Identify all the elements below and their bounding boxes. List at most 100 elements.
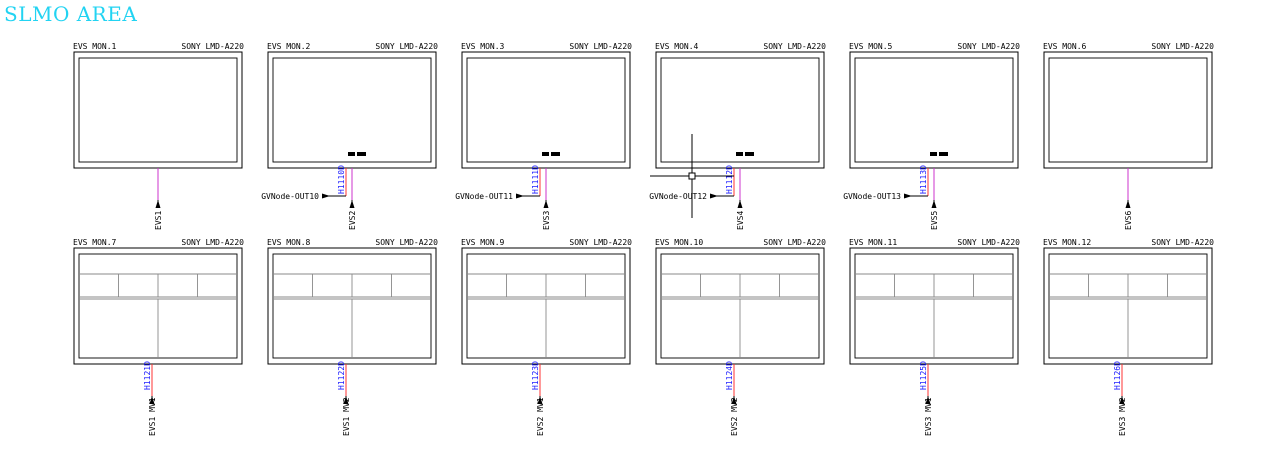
page-title: SLMO AREA	[4, 2, 138, 26]
evs-source-label: EVS1 MV1	[148, 397, 157, 436]
monitor-model-label: SONY LMD-A220	[957, 238, 1020, 247]
evs-source-label: EVS2 MV1	[536, 397, 545, 436]
monitor-frame	[849, 51, 1019, 169]
tally-lamp	[542, 152, 549, 156]
monitor-model-label: SONY LMD-A220	[375, 238, 438, 247]
monitor-name-label: EVS MON.11	[849, 238, 897, 247]
arrow-icon	[322, 193, 330, 199]
monitor-frame	[267, 51, 437, 169]
monitor-model-label: SONY LMD-A220	[181, 238, 244, 247]
monitor-name-label: EVS MON.1	[73, 42, 117, 51]
monitor-screen	[78, 57, 238, 163]
tally-lamp	[939, 152, 948, 156]
arrow-icon	[925, 396, 931, 404]
arrow-icon	[931, 200, 937, 208]
monitor-frame	[655, 51, 825, 169]
arrow-icon	[349, 200, 355, 208]
monitor-model-label: SONY LMD-A220	[763, 238, 826, 247]
arrow-icon	[904, 193, 912, 199]
monitor-frame	[73, 51, 243, 169]
cable-id-label: H1125D	[919, 361, 928, 390]
gv-node-label: GVNode-OUT10	[261, 192, 319, 201]
monitor-screen	[466, 57, 626, 163]
monitor-model-label: SONY LMD-A220	[1151, 42, 1214, 51]
monitor-model-label: SONY LMD-A220	[1151, 238, 1214, 247]
monitor-frame	[267, 247, 437, 365]
crosshair-cursor-icon[interactable]	[650, 134, 734, 218]
cable-id-label: H1123D	[531, 361, 540, 390]
arrow-icon	[710, 193, 718, 199]
cable-id-label: H1124D	[725, 361, 734, 390]
cable-id-label: H1110D	[337, 165, 346, 194]
arrow-icon	[537, 396, 543, 404]
evs-source-label: EVS6	[1124, 211, 1133, 230]
monitor-name-label: EVS MON.4	[655, 42, 699, 51]
arrow-icon	[731, 396, 737, 404]
arrow-icon	[737, 200, 743, 208]
monitor-screen	[854, 57, 1014, 163]
monitor-model-label: SONY LMD-A220	[569, 42, 632, 51]
gv-node-label: GVNode-OUT12	[649, 192, 707, 201]
monitor-name-label: EVS MON.12	[1043, 238, 1091, 247]
monitor-name-label: EVS MON.6	[1043, 42, 1087, 51]
pickbox	[688, 172, 696, 180]
tally-lamp	[745, 152, 754, 156]
monitor-model-label: SONY LMD-A220	[569, 238, 632, 247]
monitor-name-label: EVS MON.8	[267, 238, 311, 247]
monitor-name-label: EVS MON.9	[461, 238, 505, 247]
arrow-icon	[1119, 396, 1125, 404]
cable-id-label: H1121D	[143, 361, 152, 390]
monitor-model-label: SONY LMD-A220	[375, 42, 438, 51]
evs-source-label: EVS5	[930, 211, 939, 230]
cable-id-label: H1111D	[531, 165, 540, 194]
gv-node-label: GVNode-OUT13	[843, 192, 901, 201]
monitor-frame	[849, 247, 1019, 365]
arrow-icon	[343, 396, 349, 404]
arrow-icon	[155, 200, 161, 208]
monitor-model-label: SONY LMD-A220	[181, 42, 244, 51]
monitor-name-label: EVS MON.10	[655, 238, 703, 247]
cable-id-label: H1113D	[919, 165, 928, 194]
monitor-name-label: EVS MON.3	[461, 42, 505, 51]
monitor-frame	[1043, 51, 1213, 169]
evs-source-label: EVS1 MV2	[342, 397, 351, 436]
cable-id-label: H1112D	[725, 165, 734, 194]
tally-lamp	[551, 152, 560, 156]
monitor-frame	[1043, 247, 1213, 365]
monitor-frame	[461, 51, 631, 169]
monitor-screen	[272, 57, 432, 163]
monitor-name-label: EVS MON.7	[73, 238, 117, 247]
monitor-frame	[461, 247, 631, 365]
gv-node-label: GVNode-OUT11	[455, 192, 513, 201]
monitor-model-label: SONY LMD-A220	[957, 42, 1020, 51]
evs-source-label: EVS3 MV2	[1118, 397, 1127, 436]
evs-source-label: EVS2	[348, 211, 357, 230]
cable-id-label: H1122D	[337, 361, 346, 390]
monitor-frame	[73, 247, 243, 365]
tally-lamp	[357, 152, 366, 156]
arrow-icon	[149, 396, 155, 404]
monitor-model-label: SONY LMD-A220	[763, 42, 826, 51]
monitor-name-label: EVS MON.5	[849, 42, 893, 51]
tally-lamp	[348, 152, 355, 156]
monitor-name-label: EVS MON.2	[267, 42, 311, 51]
arrow-icon	[543, 200, 549, 208]
evs-source-label: EVS2 MV2	[730, 397, 739, 436]
evs-source-label: EVS1	[154, 211, 163, 230]
arrow-icon	[1125, 200, 1131, 208]
tally-lamp	[930, 152, 937, 156]
evs-source-label: EVS3 MV1	[924, 397, 933, 436]
